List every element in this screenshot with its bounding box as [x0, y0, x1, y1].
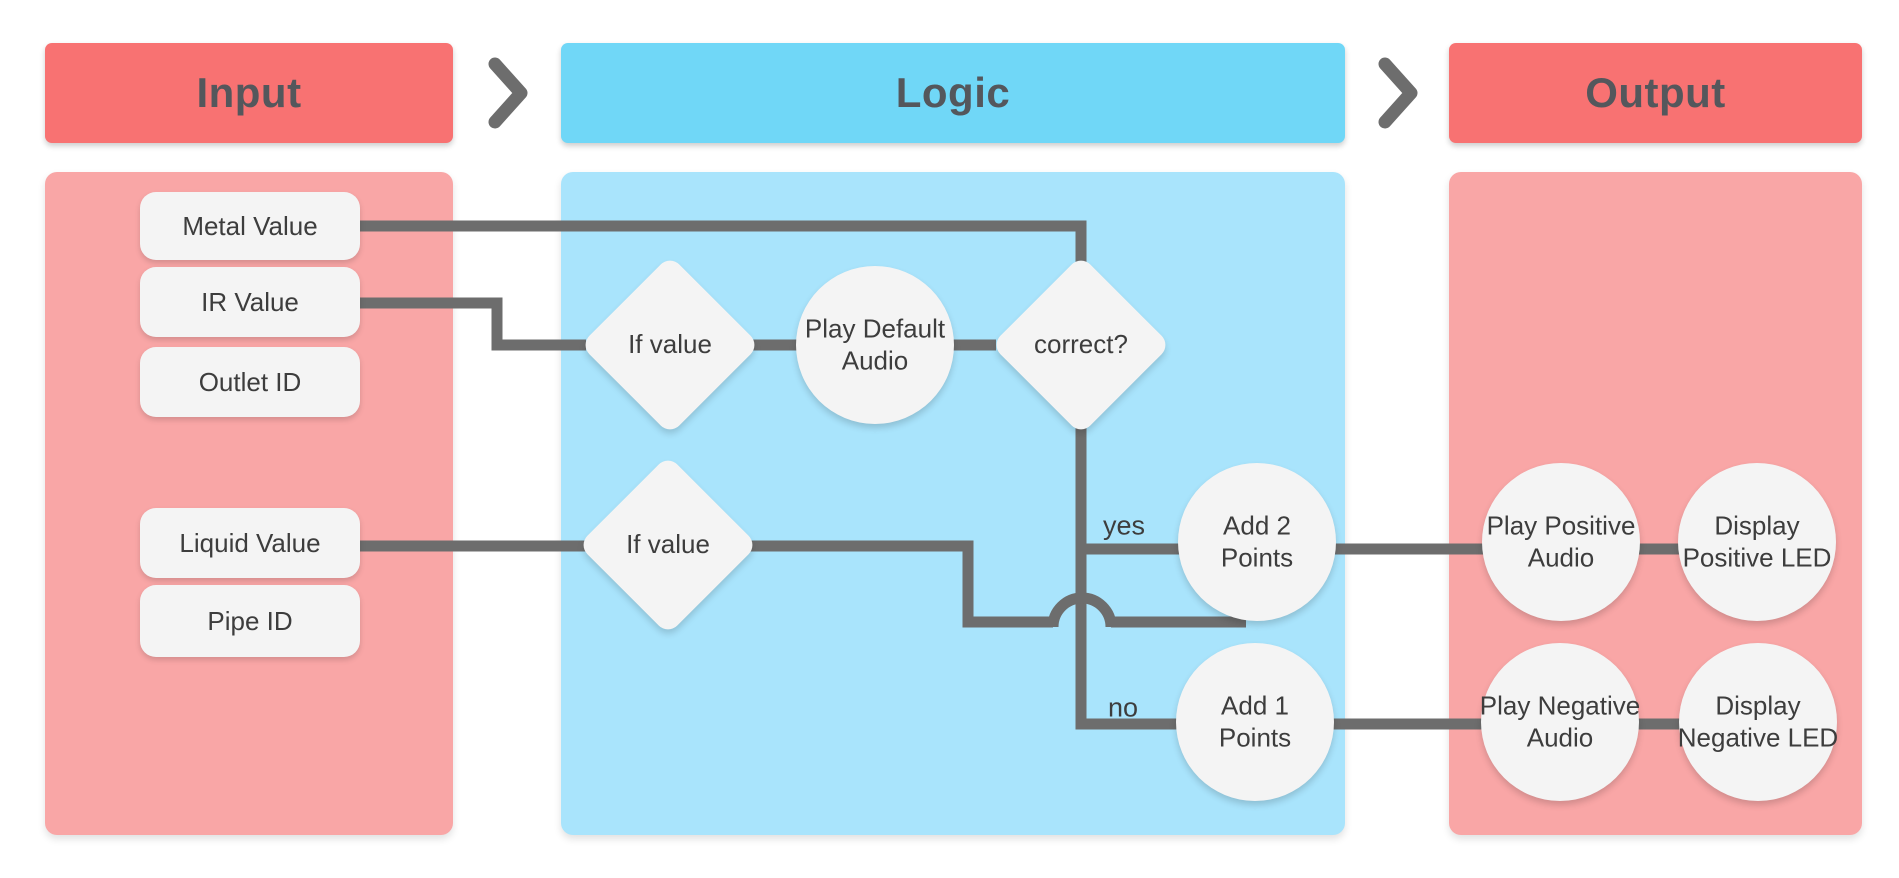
node-play-positive-audio — [1482, 463, 1640, 621]
node-add-1-points — [1176, 643, 1334, 801]
edge-ir-to-if-value — [360, 297, 586, 351]
logic-section-header: Logic — [561, 43, 1345, 143]
node-pipe-id-label: Pipe ID — [207, 605, 293, 636]
node-display-negative-led — [1679, 643, 1837, 801]
node-metal-value: Metal Value — [140, 192, 360, 260]
edge-label-yes: yes — [1102, 510, 1146, 541]
edge-hop-bridge — [1047, 592, 1117, 628]
chevron-right-icon — [488, 57, 528, 129]
chevron-right-icon — [1378, 57, 1418, 129]
node-outlet-id: Outlet ID — [140, 347, 360, 417]
node-play-negative-audio — [1481, 643, 1639, 801]
input-section-title: Input — [196, 69, 302, 116]
edge-if-value2-path — [750, 540, 1053, 628]
edge-metal-to-correct — [360, 220, 1087, 265]
output-section-header: Output — [1449, 43, 1862, 143]
node-liquid-value: Liquid Value — [140, 508, 360, 578]
node-pipe-id: Pipe ID — [140, 585, 360, 657]
edge-label-no: no — [1107, 692, 1139, 723]
node-display-positive-led — [1678, 463, 1836, 621]
logic-section-title: Logic — [895, 69, 1011, 116]
output-section-title: Output — [1585, 69, 1726, 116]
edge-no-branch — [1075, 428, 1180, 730]
node-liquid-value-label: Liquid Value — [179, 527, 321, 558]
node-ir-value: IR Value — [140, 267, 360, 337]
node-add-2-points — [1178, 463, 1336, 621]
node-metal-value-label: Metal Value — [182, 210, 318, 241]
node-ir-value-label: IR Value — [201, 286, 299, 317]
node-play-default-audio — [796, 266, 954, 424]
node-outlet-id-label: Outlet ID — [198, 366, 302, 397]
input-section-header: Input — [45, 43, 453, 143]
